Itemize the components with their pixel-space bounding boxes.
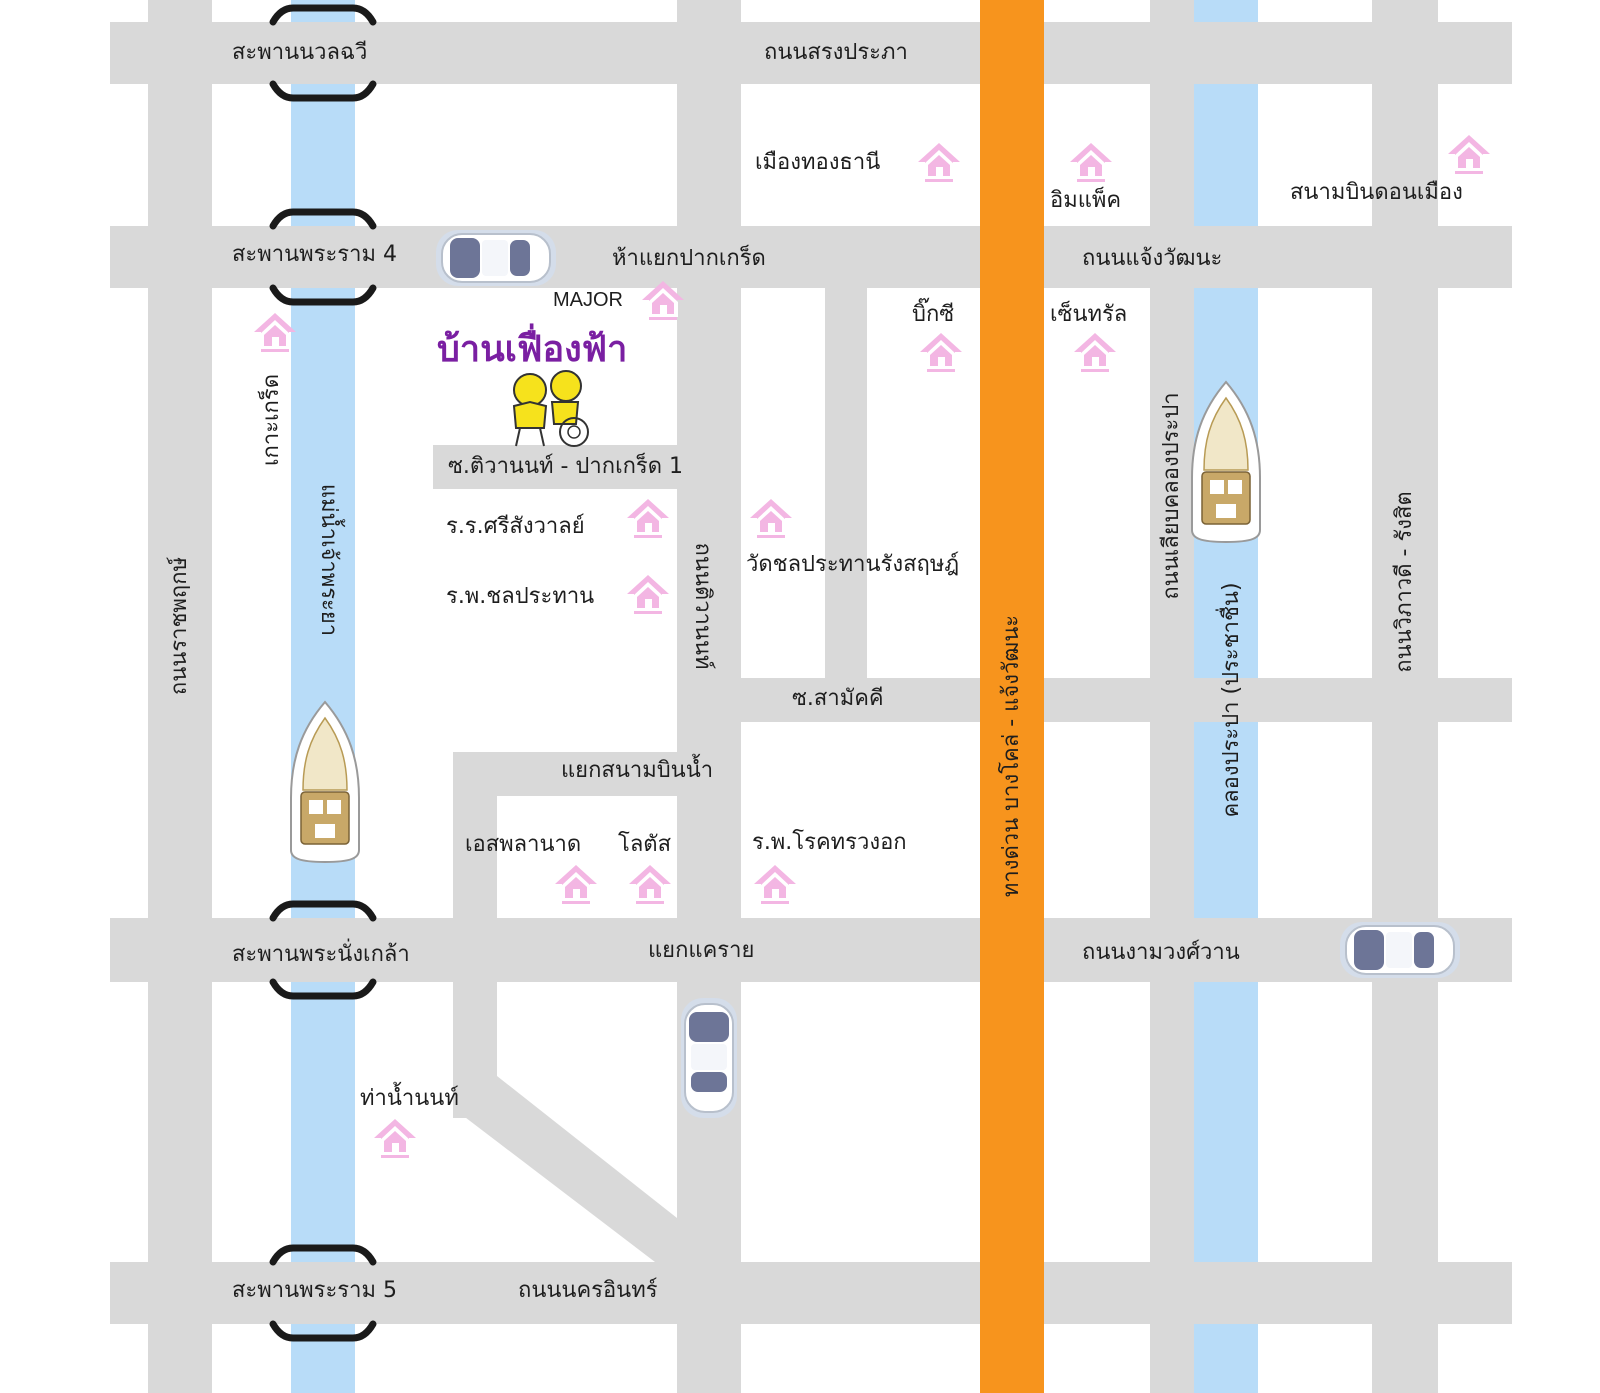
label-impact: อิมแพ็ค bbox=[1050, 188, 1122, 213]
label-esplanade: เอสพลานาด bbox=[465, 832, 582, 857]
house-icon bbox=[627, 575, 669, 614]
map-title: บ้านเฟื่องฟ้า bbox=[437, 329, 628, 370]
label-sanambinnam-junction: แยกสนามบินน้ำ bbox=[561, 758, 714, 783]
label-wat-chonprathan: วัดชลประทานรังสฤษฎ์ bbox=[746, 552, 960, 577]
house-icon bbox=[254, 313, 296, 352]
house-icon bbox=[374, 1119, 416, 1158]
label-expressway: ทางด่วน บางโคล่ - แจ้งวัฒนะ bbox=[999, 614, 1024, 898]
label-songprapha-road: ถนนสรงประภา bbox=[764, 40, 908, 65]
label-khlong-prapa-road: ถนนเลียบคลองประปา bbox=[1159, 392, 1184, 600]
car-icon bbox=[1339, 921, 1461, 979]
label-phranangklao-bridge: สะพานพระนั่งเกล้า bbox=[232, 942, 410, 967]
road-loop-left bbox=[453, 752, 497, 1118]
car-icon bbox=[435, 229, 557, 287]
road-rama4 bbox=[110, 226, 1512, 288]
house-icon bbox=[627, 499, 669, 538]
road-lane-a bbox=[825, 288, 867, 678]
house-icon bbox=[754, 865, 796, 904]
house-icon bbox=[555, 865, 597, 904]
landmark-icons bbox=[254, 135, 1490, 1158]
house-icon bbox=[1448, 135, 1490, 174]
house-icon bbox=[920, 333, 962, 372]
label-ko-kret: เกาะเกร็ด bbox=[259, 374, 284, 466]
label-tiwanon-road: ถนนติวานนท์ bbox=[690, 542, 715, 670]
label-don-mueang-airport: สนามบินดอนเมือง bbox=[1290, 180, 1463, 205]
label-srisangwan-school: ร.ร.ศรีสังวาลย์ bbox=[446, 514, 585, 539]
road-ngamwongwan bbox=[110, 918, 1512, 982]
road-soi-tiwanon-pakkret-1 bbox=[433, 445, 677, 489]
label-pakkret-junction: ห้าแยกปากเกร็ด bbox=[612, 246, 766, 271]
label-soi-tiwanon-pakkret-1: ซ.ติวานนท์ - ปากเกร็ด 1 bbox=[448, 454, 683, 479]
label-soi-samakkhi: ซ.สามัคคี bbox=[792, 686, 884, 711]
children-mascot-icon bbox=[512, 370, 589, 447]
label-rama5-bridge: สะพานพระราม 5 bbox=[232, 1278, 397, 1303]
road-ratchaphruek bbox=[148, 0, 212, 1393]
car-icon bbox=[680, 997, 738, 1119]
label-nawalchawi-bridge: สะพานนวลฉวี bbox=[232, 40, 368, 65]
label-lotus: โลตัส bbox=[618, 832, 672, 857]
label-chaengwattana-road: ถนนแจ้งวัฒนะ bbox=[1082, 246, 1223, 271]
label-khlong-prapa: คลองประปา (ประชาชื่น) bbox=[1219, 582, 1244, 818]
label-ratchaphruek-road: ถนนราชพฤกษ์ bbox=[167, 556, 192, 696]
house-icon bbox=[750, 499, 792, 538]
label-nakhon-in-road: ถนนนครอินทร์ bbox=[518, 1278, 658, 1303]
house-icon bbox=[1074, 333, 1116, 372]
label-muang-thong-thani: เมืองทองธานี bbox=[755, 150, 881, 175]
label-vibhavadi-road: ถนนวิภาวดี - รังสิต bbox=[1392, 491, 1417, 673]
road-nawalchawi bbox=[110, 22, 1512, 84]
label-rama4-bridge: สะพานพระราม 4 bbox=[232, 242, 397, 267]
house-icon bbox=[918, 143, 960, 182]
label-tha-nam-non: ท่าน้ำนนท์ bbox=[360, 1086, 459, 1111]
road-diagonal bbox=[453, 1076, 677, 1262]
expressway-band bbox=[980, 0, 1044, 1393]
label-chest-hospital: ร.พ.โรคทรวงอก bbox=[752, 830, 907, 855]
label-major: MAJOR bbox=[553, 289, 623, 311]
house-icon bbox=[629, 865, 671, 904]
label-chao-phraya-river: แม่น้ำเจ้าพระยา bbox=[316, 483, 341, 637]
label-chonprathan-hospital: ร.พ.ชลประทาน bbox=[446, 584, 595, 609]
road-rama5 bbox=[110, 1262, 1512, 1324]
road-soi-samakkhi bbox=[741, 678, 1512, 722]
road-layer bbox=[110, 0, 1512, 1393]
label-big-c: บิ๊กซี bbox=[912, 302, 955, 327]
label-central: เซ็นทรัล bbox=[1050, 302, 1128, 327]
label-ngamwongwan-road: ถนนงามวงศ์วาน bbox=[1082, 940, 1240, 965]
road-tiwanon bbox=[677, 0, 741, 1393]
house-icon bbox=[1070, 143, 1112, 182]
label-khae-rai-junction: แยกแคราย bbox=[648, 938, 755, 963]
